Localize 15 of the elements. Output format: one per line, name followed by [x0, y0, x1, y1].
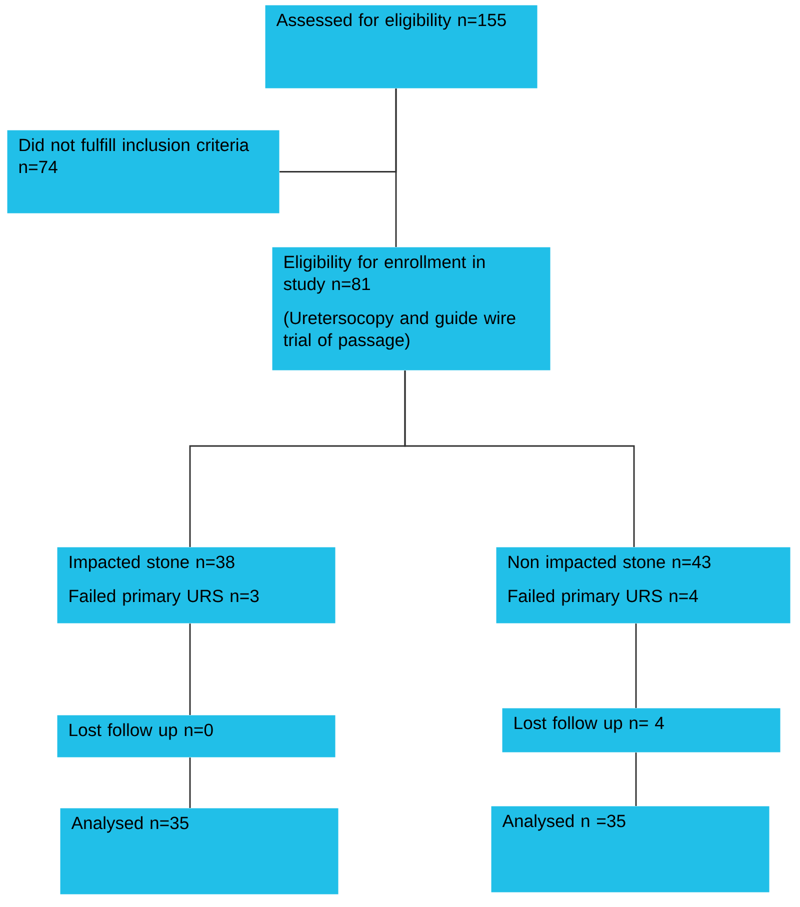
process-box: Eligibility for enrollment in study n=81 (Uretersocopy and guide wire trial of passage)	[272, 247, 550, 370]
process-box: Analysed n =35	[491, 806, 770, 892]
connector-line	[635, 624, 637, 708]
process-box: Impacted stone n=38 Failed primary URS n=3	[57, 547, 336, 624]
process-box: Analysed n=35	[60, 808, 338, 894]
connector-line	[404, 370, 635, 547]
connector-line	[635, 752, 637, 806]
connector-line	[189, 758, 191, 808]
process-box: Lost follow up n= 4	[502, 708, 780, 752]
process-box: Assessed for eligibility n=155	[265, 5, 538, 88]
process-box: Non impacted stone n=43 Failed primary URS n=4	[496, 547, 790, 624]
connector-line	[395, 88, 397, 247]
connector-line	[189, 624, 191, 715]
process-box: Lost follow up n=0	[57, 715, 336, 758]
process-box: Did not fulfill inclusion criteria n=74	[7, 130, 280, 214]
